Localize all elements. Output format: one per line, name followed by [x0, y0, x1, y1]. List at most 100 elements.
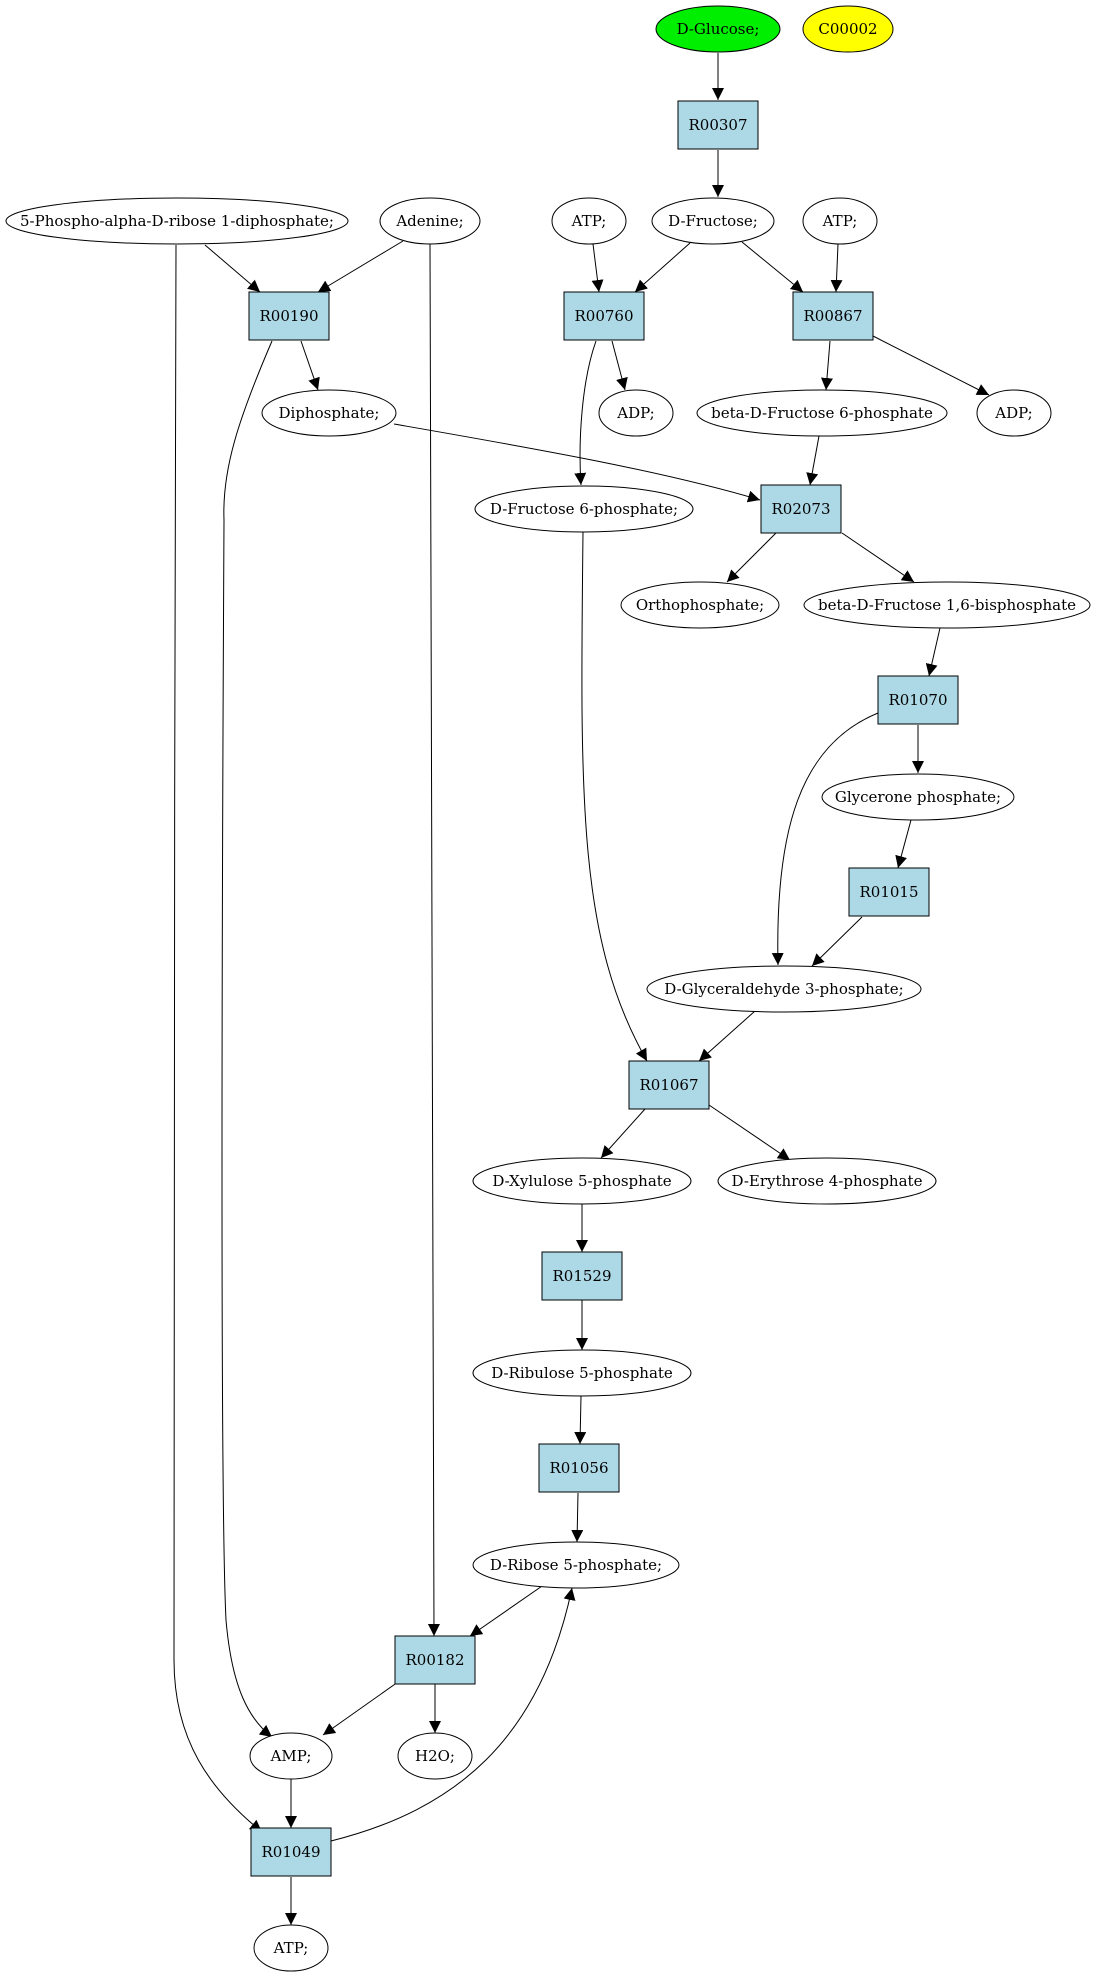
edge-adenine-to-r00182	[427, 243, 440, 1637]
node-label: D-Ribose 5-phosphate;	[490, 1556, 662, 1574]
reaction-node-r00760: R00760	[563, 291, 645, 341]
reaction-box	[760, 484, 842, 534]
reaction-box	[628, 1060, 710, 1110]
compound-ellipse	[474, 485, 694, 533]
compound-ellipse	[472, 1349, 692, 1397]
compound-ellipse	[717, 1157, 937, 1205]
edge-r00867-to-bf6p	[820, 340, 833, 391]
edge-r01049-to-r5p	[330, 1587, 576, 1842]
compound-ellipse	[472, 1541, 680, 1589]
node-label: R00867	[803, 307, 862, 325]
compound-node-adp1: ADP;	[598, 389, 674, 437]
compound-node-bf16bp: beta-D-Fructose 1,6-bisphosphate	[803, 581, 1091, 629]
edges-layer	[173, 53, 990, 1925]
node-label: R00307	[688, 116, 747, 134]
edge-r00760-to-f6p	[574, 340, 597, 486]
compound-node-e4p: D-Erythrose 4-phosphate	[717, 1157, 937, 1205]
edge-r00190-to-amp	[221, 340, 273, 1738]
reaction-box	[563, 291, 645, 341]
compound-ellipse	[620, 581, 780, 629]
edge-r00190-to-diphosphate	[300, 340, 320, 391]
compound-node-bf6p: beta-D-Fructose 6-phosphate	[696, 389, 948, 437]
compound-node-adenine: Adenine;	[379, 197, 481, 245]
compound-node-adp2: ADP;	[976, 389, 1052, 437]
compound-node-fructose: D-Fructose;	[651, 197, 775, 245]
compound-ellipse	[261, 389, 397, 437]
edge-atp1-to-r00760	[591, 243, 604, 293]
edge-r00182-to-amp	[322, 1681, 399, 1736]
edge-glycerone-to-r01015	[895, 819, 912, 869]
node-label: Adenine;	[395, 212, 463, 230]
compound-node-atp1: ATP;	[551, 197, 627, 245]
compound-ellipse	[5, 197, 349, 245]
compound-ellipse	[655, 5, 781, 53]
compound-node-atp3: ATP;	[253, 1924, 329, 1972]
edge-r5p-to-r00182	[469, 1583, 546, 1637]
node-label: R01070	[888, 691, 947, 709]
edge-prpp-to-r00190	[204, 244, 261, 293]
reaction-node-r01070: R01070	[877, 675, 959, 725]
node-label: R01049	[261, 1843, 320, 1861]
reaction-node-r02073: R02073	[760, 484, 842, 534]
reaction-box	[677, 100, 759, 150]
compound-node-f6p: D-Fructose 6-phosphate;	[474, 485, 694, 533]
edge-adenine-to-r00190	[317, 240, 404, 293]
edge-fructose-to-r00760	[634, 242, 691, 293]
reaction-node-r01067: R01067	[628, 1060, 710, 1110]
compound-node-glucose: D-Glucose;	[655, 5, 781, 53]
compound-ellipse	[651, 197, 775, 245]
reaction-box	[848, 867, 930, 917]
reaction-box	[538, 1443, 620, 1493]
compound-node-glycerone: Glycerone phosphate;	[821, 773, 1015, 821]
compound-node-amp: AMP;	[249, 1732, 333, 1780]
compound-ellipse	[379, 197, 481, 245]
reaction-node-r00867: R00867	[792, 291, 874, 341]
reaction-node-r01015: R01015	[848, 867, 930, 917]
reaction-node-r00190: R00190	[248, 291, 330, 341]
node-label: beta-D-Fructose 6-phosphate	[711, 404, 933, 422]
node-label: R01529	[552, 1267, 611, 1285]
edge-r02073-to-orthophosphate	[726, 532, 777, 583]
compound-node-prpp: 5-Phospho-alpha-D-ribose 1-diphosphate;	[5, 197, 349, 245]
reaction-box	[394, 1635, 476, 1685]
compound-ellipse	[696, 389, 948, 437]
node-label: Glycerone phosphate;	[835, 788, 1001, 806]
edge-atp2-to-r00867	[830, 243, 843, 293]
compound-ellipse	[976, 389, 1052, 437]
reaction-box	[877, 675, 959, 725]
compound-node-orthophosphate: Orthophosphate;	[620, 581, 780, 629]
compound-node-ru5p: D-Ribulose 5-phosphate	[472, 1349, 692, 1397]
node-label: R00760	[574, 307, 633, 325]
node-label: Diphosphate;	[279, 404, 380, 422]
compound-ellipse	[397, 1732, 473, 1780]
node-label: R00190	[259, 307, 318, 325]
node-label: ATP;	[571, 212, 607, 230]
node-label: D-Glucose;	[677, 20, 760, 38]
node-label: D-Erythrose 4-phosphate	[732, 1172, 923, 1190]
edge-r02073-to-bf16bp	[841, 532, 915, 583]
compound-node-c00002_top: C00002	[802, 5, 894, 53]
node-label: R01056	[549, 1459, 608, 1477]
reaction-box	[792, 291, 874, 341]
edge-r01056-to-r5p	[571, 1492, 584, 1543]
edge-r01070-to-g3p	[771, 712, 879, 966]
node-label: C00002	[818, 20, 877, 38]
compound-ellipse	[472, 1157, 692, 1205]
node-label: D-Xylulose 5-phosphate	[492, 1172, 671, 1190]
reaction-node-r00307: R00307	[677, 100, 759, 150]
compound-node-g3p: D-Glyceraldehyde 3-phosphate;	[646, 965, 922, 1013]
compound-node-diphosphate: Diphosphate;	[261, 389, 397, 437]
node-label: 5-Phospho-alpha-D-ribose 1-diphosphate;	[20, 212, 334, 230]
edge-f6p-to-r01067	[581, 531, 648, 1062]
edge-r01067-to-x5p	[600, 1108, 646, 1159]
edge-prpp-to-r01049	[173, 244, 263, 1833]
reaction-node-r01049: R01049	[250, 1827, 332, 1877]
edge-r00760-to-adp1	[611, 340, 628, 391]
node-label: Orthophosphate;	[636, 596, 764, 614]
node-label: ADP;	[616, 404, 654, 422]
edge-ru5p-to-r01056	[574, 1395, 587, 1445]
reaction-box	[248, 291, 330, 341]
compound-ellipse	[821, 773, 1015, 821]
node-label: D-Glyceraldehyde 3-phosphate;	[664, 980, 903, 998]
node-label: R02073	[771, 500, 830, 518]
